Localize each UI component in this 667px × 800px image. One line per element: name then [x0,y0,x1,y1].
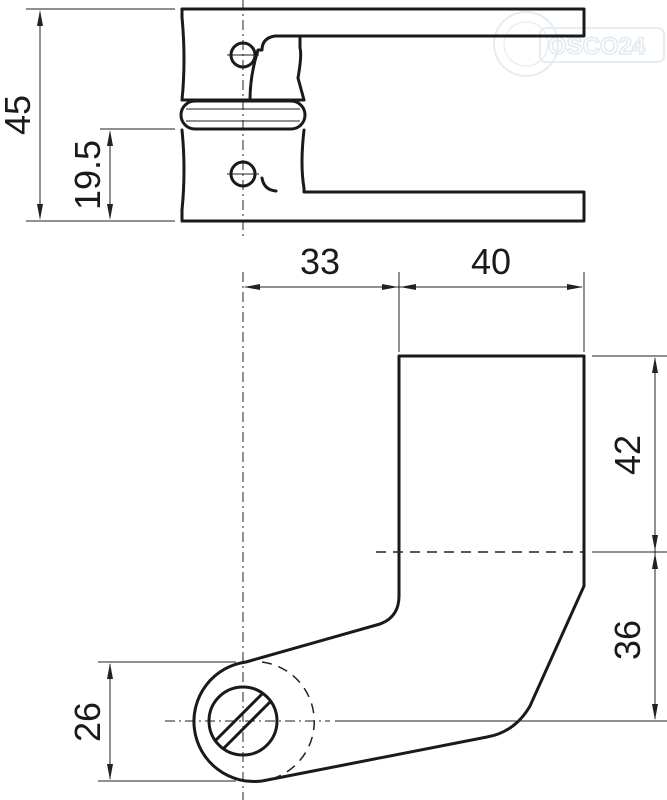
rosette-hidden-arc [261,661,315,782]
dim-45-label: 45 [0,95,38,135]
dim-40-label: 40 [471,241,511,282]
handle-outline [192,354,586,784]
dim-19-5-label: 19.5 [67,140,108,210]
top-view: 45 19.5 [0,0,586,240]
dim-42-arrow-top [652,357,658,373]
dim-42-arrow-bottom [652,535,658,551]
dim-42-label: 42 [607,435,648,475]
dim-36-arrow-top [652,553,658,569]
dim-19-5-arrow-top [107,130,113,146]
dim-45-arrow-bottom [37,204,43,220]
dim-26-label: 26 [67,702,108,742]
dim-26-arrow-top [107,663,113,679]
dim-33-label: 33 [300,241,340,282]
dim-45-arrow-top [37,10,43,26]
top-collar-ring [179,99,307,131]
top-lever-upper-outline [180,7,586,102]
dim-26-arrow-bottom [107,764,113,780]
dim-40-arrow-right [567,284,583,290]
dim-36-label: 36 [607,620,648,660]
dim-36-arrow-bottom [652,704,658,720]
watermark-logo: OSCO24 [493,11,665,77]
dim-19-5-arrow-bottom [107,204,113,220]
spindle-slot-line-1 [214,692,264,742]
dim-33-arrow-right [382,284,398,290]
top-boss-lower [180,128,586,223]
dim-40-arrow-left [400,284,416,290]
top-boss-upper [180,7,306,102]
front-view: 33 40 42 36 26 [67,241,667,800]
spindle-slot-line-2 [222,700,272,750]
top-lever-lower-curl [260,176,278,193]
pivot-spindle [207,685,279,757]
dim-33-arrow-left [244,284,260,290]
